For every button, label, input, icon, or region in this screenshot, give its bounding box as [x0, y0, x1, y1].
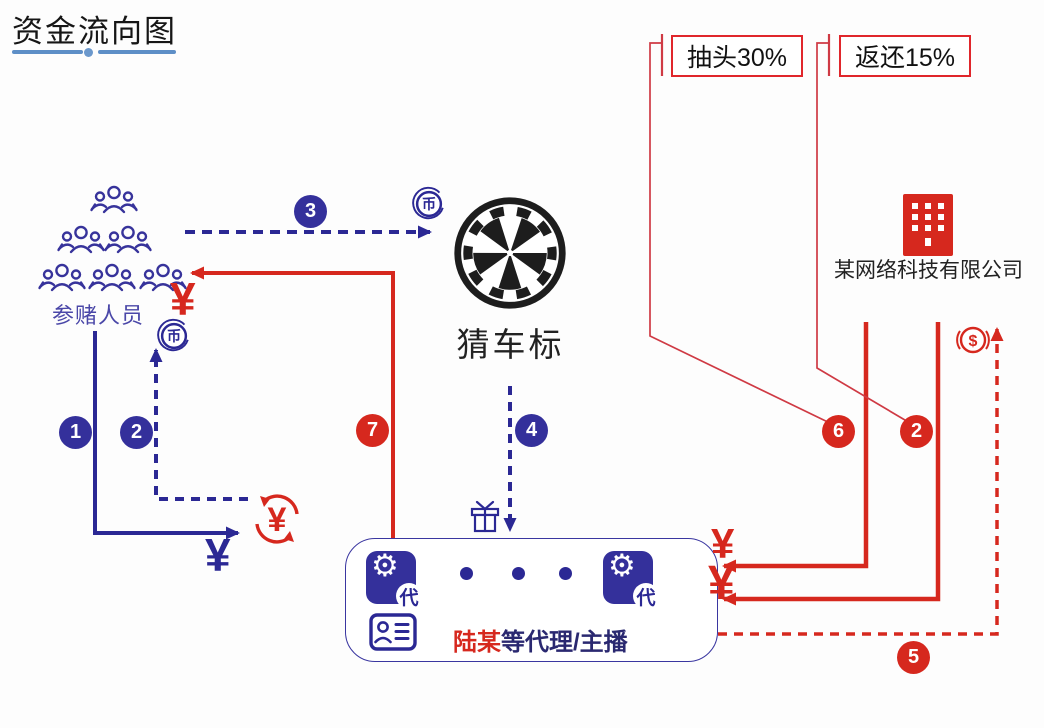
yuan-symbol-right-2: ¥ — [708, 557, 735, 610]
step-6-badge: 6 — [822, 415, 855, 448]
step-3-badge: 3 — [294, 195, 327, 228]
step-5-badge: 5 — [897, 641, 930, 674]
coin-swirl — [157, 318, 189, 352]
agent-badge-glyph: 代 — [636, 587, 656, 609]
company-label: 某网络科技有限公司 — [834, 259, 1023, 282]
step-7-number: 7 — [366, 419, 379, 441]
step-1-number: 1 — [69, 421, 82, 443]
ellipsis-dot — [460, 567, 473, 580]
exchange-yuan-glyph: ¥ — [268, 501, 287, 539]
step-2-left-badge: 2 — [120, 416, 153, 449]
coin-glyph: 币 — [167, 328, 181, 345]
dollar-circle — [959, 326, 987, 354]
dollar-glyph: $ — [969, 333, 978, 350]
dartboard-center — [506, 249, 514, 257]
gear-icon: ⚙ — [608, 548, 636, 583]
step-4-number: 4 — [525, 419, 538, 441]
agent-role-text: 等代理/主播 — [501, 629, 628, 656]
callout-line-rake — [649, 42, 835, 426]
ellipsis-dot — [559, 567, 572, 580]
agent-badge: 代 — [396, 583, 422, 609]
id-card-icon — [369, 613, 417, 651]
dartboard-icon — [454, 197, 566, 309]
dartboard-wedges — [473, 216, 547, 290]
exchange-arc-top — [262, 494, 299, 515]
agent-badge-glyph: 代 — [399, 587, 419, 609]
callout-rebate-15: 返还15% — [839, 35, 971, 77]
step-7-badge: 7 — [356, 414, 389, 447]
arrow-step2-rebate-to-agents — [722, 322, 941, 606]
title-underline-right — [98, 50, 176, 54]
coin-swirl — [412, 186, 444, 220]
step-4-badge: 4 — [515, 414, 548, 447]
gift-icon — [470, 500, 500, 533]
coin-circle — [415, 190, 443, 218]
game-label: 猜车标 — [456, 326, 565, 363]
step-2-right-badge: 2 — [900, 415, 933, 448]
arrow-step5-settlement-to-company — [718, 327, 1004, 636]
dartboard-checker-band — [463, 206, 557, 300]
page-title: 资金流向图 — [12, 14, 177, 49]
yuan-symbol-bottom-blue: ¥ — [205, 529, 231, 581]
yuan-symbol-left-red: ¥ — [170, 273, 196, 325]
title-underline-dot — [84, 48, 93, 57]
step-2-left-number: 2 — [130, 421, 143, 443]
yuan-symbol-right-1: ¥ — [711, 520, 735, 567]
arrow-step1-cash-in — [93, 331, 240, 540]
dollar-arc-right — [985, 330, 990, 350]
step-1-badge: 1 — [59, 416, 92, 449]
step-2-right-number: 2 — [910, 420, 923, 442]
callout-rake-label: 抽头30% — [686, 44, 788, 72]
callout-rake-30: 抽头30% — [671, 35, 803, 77]
coin-circle — [160, 322, 188, 350]
agents-box: ⚙ 代 ⚙ 代 陆某等代理/主播 — [345, 538, 718, 662]
arrow-step6-rake-to-agents — [722, 322, 869, 573]
agent-badge: 代 — [633, 583, 659, 609]
currency-exchange-icon: ¥ — [255, 494, 299, 544]
agent-gear-icon: ⚙ 代 — [366, 548, 422, 609]
step-3-number: 3 — [304, 200, 317, 222]
coin-icon-left: 币 — [157, 318, 189, 352]
exchange-arrowhead-bottom — [284, 531, 294, 542]
step-5-number: 5 — [907, 646, 920, 668]
step-6-number: 6 — [832, 420, 845, 442]
building-windows — [912, 203, 944, 246]
callout-rebate-label: 返还15% — [854, 44, 956, 72]
gear-icon: ⚙ — [371, 548, 399, 583]
agent-gear-icon: ⚙ 代 — [603, 548, 659, 609]
arrow-step7-payout-to-gamblers — [190, 266, 395, 539]
gamblers-label: 参赌人员 — [52, 303, 145, 328]
agents-label: 陆某等代理/主播 — [453, 622, 628, 657]
company-building-icon — [903, 194, 953, 256]
dollar-arc-left — [956, 330, 961, 350]
exchange-arrowhead-top — [260, 496, 270, 507]
title-underline-left — [12, 50, 83, 54]
coin-icon-top: 币 — [412, 186, 444, 220]
callout-line-rebate — [816, 42, 911, 424]
ellipsis-dot — [512, 567, 525, 580]
arrow-step2-tokens-back — [149, 348, 248, 501]
dollar-coin-icon: $ — [956, 326, 990, 354]
coin-glyph: 币 — [422, 196, 436, 213]
exchange-arc-bottom — [255, 523, 292, 544]
agent-name-red: 陆某 — [453, 629, 501, 656]
